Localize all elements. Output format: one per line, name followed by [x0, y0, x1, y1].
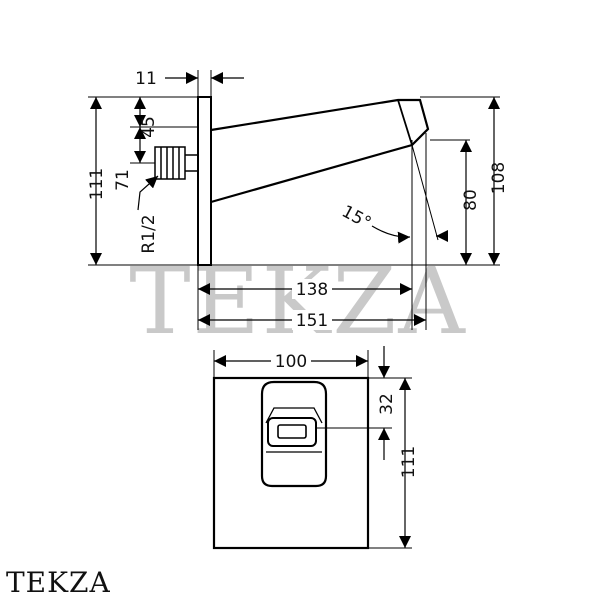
dim-spout-top: 32 [377, 393, 397, 415]
dim-projection-total: 151 [296, 311, 328, 331]
spout-outlet-edge [397, 99, 413, 146]
dim-plate-to-thread: 45 [139, 116, 159, 138]
spout-front-inner [265, 407, 323, 424]
spout-outlet-slot [277, 424, 307, 439]
spout-front-outline [260, 380, 328, 488]
side-view [154, 96, 430, 266]
front-view [212, 376, 370, 550]
dim-front-height: 111 [399, 446, 419, 478]
spout-body [210, 98, 430, 204]
front-extension-lines [213, 350, 412, 549]
dim-thread-to-bottom: 71 [113, 169, 133, 191]
thread-connector [154, 146, 198, 180]
dim-projection-outlet: 138 [296, 280, 328, 300]
dim-plate-thickness: 11 [135, 69, 157, 89]
dim-angle: 15° [338, 202, 374, 234]
spout-outlet-front [267, 417, 317, 447]
dim-outlet-height: 80 [461, 189, 481, 211]
dim-spout-height: 108 [489, 162, 509, 194]
watermark: TEKZA [129, 248, 467, 355]
dim-thread-size: R1/2 [139, 214, 159, 253]
brand-label: TEKZA [6, 566, 111, 599]
wall-plate [197, 96, 212, 266]
dim-total-height: 111 [87, 168, 107, 200]
front-plate [212, 376, 370, 550]
dim-front-width: 100 [275, 352, 307, 372]
